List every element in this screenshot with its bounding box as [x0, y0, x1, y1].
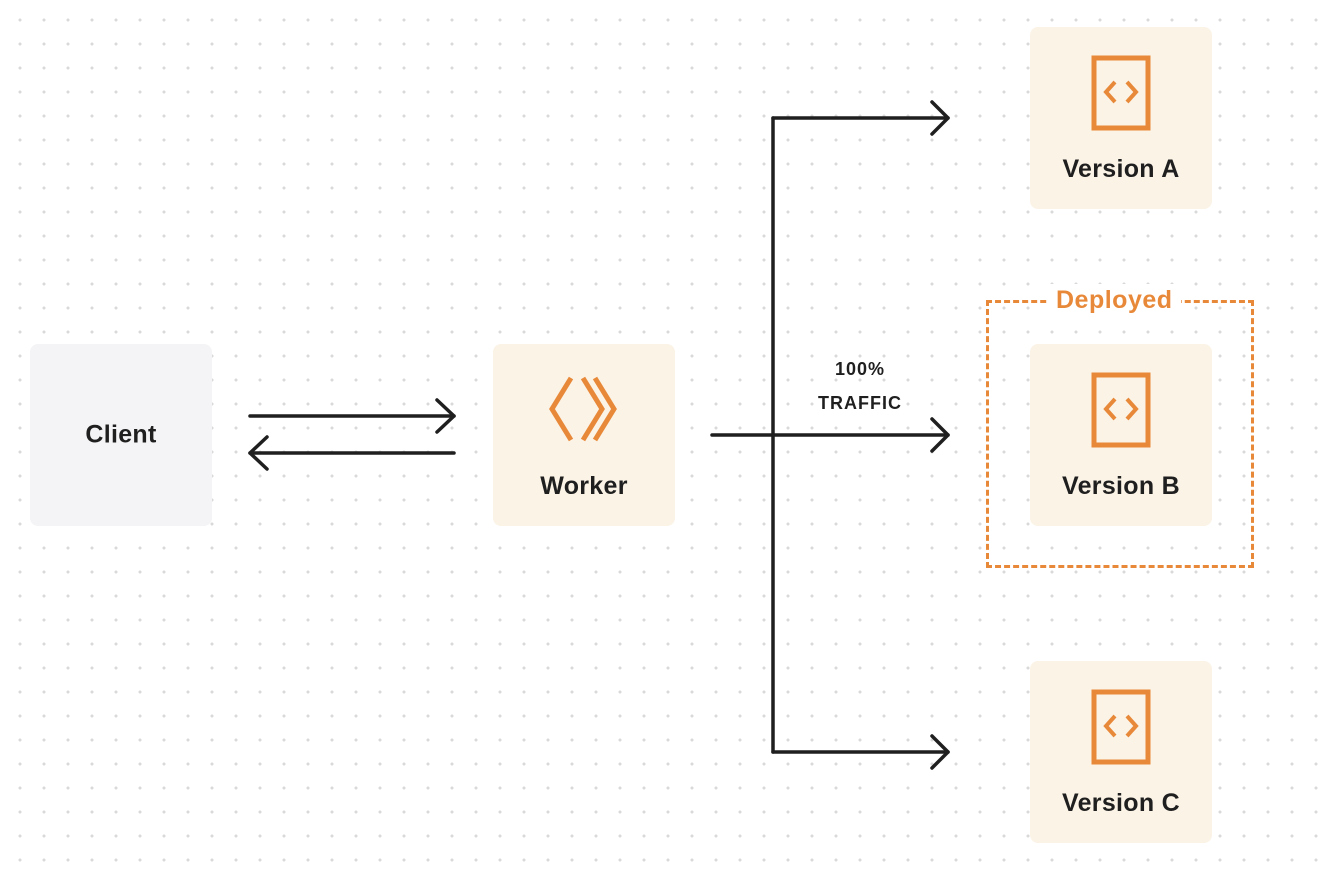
response-arrowhead [248, 435, 269, 471]
traffic-text: TRAFFIC [818, 393, 902, 413]
version-c-arrowhead [930, 734, 950, 770]
traffic-percent: 100% [834, 359, 886, 379]
deployed-label: Deployed [1048, 284, 1181, 316]
code-file-icon [1091, 55, 1151, 131]
version-a-node[interactable]: Version A [1030, 27, 1212, 209]
code-file-icon [1091, 689, 1151, 765]
workers-chevron-icon [549, 376, 617, 442]
version-a-label: Version A [1062, 155, 1180, 183]
version-b-arrowhead [930, 417, 950, 453]
client-node[interactable]: Client [30, 344, 212, 526]
version-c-node[interactable]: Version C [1030, 661, 1212, 843]
version-a-arrowhead [930, 100, 950, 136]
version-b-node[interactable]: Version B [1030, 344, 1212, 526]
version-c-label: Version C [1061, 789, 1181, 817]
version-b-label: Version B [1061, 472, 1181, 500]
request-arrowhead [435, 398, 456, 434]
worker-label: Worker [540, 472, 628, 500]
code-file-icon [1091, 372, 1151, 448]
traffic-annotation: 100% TRAFFIC [790, 352, 930, 420]
client-label: Client [85, 420, 157, 449]
worker-node[interactable]: Worker [493, 344, 675, 526]
